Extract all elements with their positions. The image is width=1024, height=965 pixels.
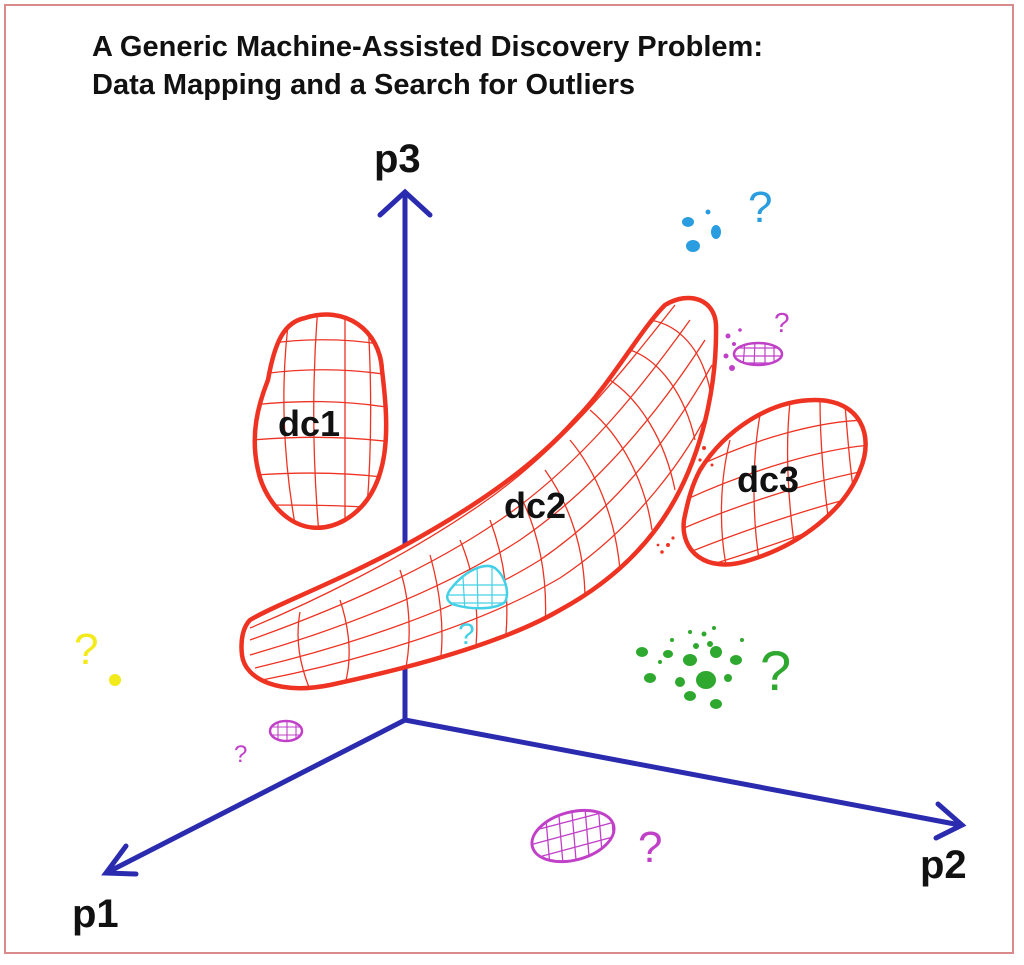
purple-small-question-mark: ? xyxy=(234,741,247,768)
purple-outlier-bottom xyxy=(527,801,620,871)
purple-outlier-small xyxy=(268,719,304,743)
cluster-dc2-label: dc2 xyxy=(504,485,566,526)
cyan-outlier-mesh xyxy=(446,564,509,610)
blue-question-mark: ? xyxy=(748,183,772,232)
p1-axis-label: p1 xyxy=(72,892,119,936)
green-outlier-dots xyxy=(636,626,744,709)
purple-outlier-top xyxy=(723,328,784,371)
yellow-question-mark: ? xyxy=(74,625,98,674)
cluster-dc2 xyxy=(239,295,719,691)
p2-axis xyxy=(402,717,967,841)
red-speckles xyxy=(656,446,714,554)
cluster-dc1-label: dc1 xyxy=(278,403,340,444)
yellow-outlier-dot xyxy=(109,674,121,686)
blue-outlier-dots xyxy=(682,209,721,252)
figure-frame xyxy=(4,4,1014,954)
green-question-mark: ? xyxy=(760,639,791,702)
title-line-2: Data Mapping and a Search for Outliers xyxy=(92,69,636,101)
title-line-1: A Generic Machine-Assisted Discovery Pro… xyxy=(92,31,763,63)
purple-bottom-question-mark: ? xyxy=(638,823,662,872)
cluster-dc1 xyxy=(252,312,389,530)
cyan-question-mark: ? xyxy=(458,618,475,651)
figure-title: A Generic Machine-Assisted Discovery Pro… xyxy=(92,28,763,104)
p1-axis xyxy=(101,717,408,877)
p3-axis-label: p3 xyxy=(374,137,421,181)
purple-top-question-mark: ? xyxy=(774,307,790,338)
p2-axis-label: p2 xyxy=(920,843,967,887)
cluster-dc3-label: dc3 xyxy=(737,459,799,500)
